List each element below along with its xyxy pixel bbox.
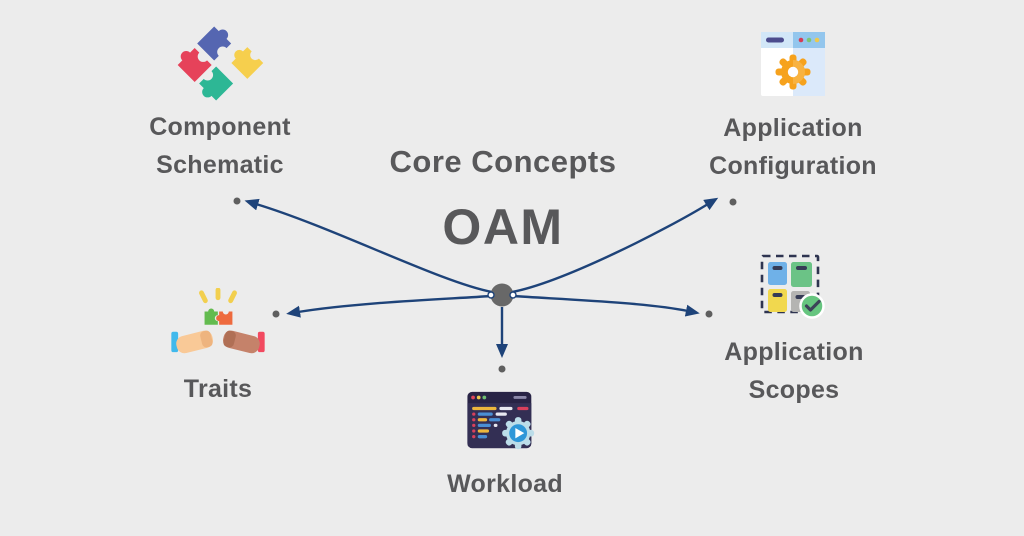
node-label: Traits [184, 370, 253, 408]
node-label: Component Schematic [149, 108, 291, 184]
diagram-title: Core Concepts [389, 144, 617, 179]
endpoint-dot [272, 310, 280, 318]
node-component-schematic: Component Schematic [120, 24, 320, 184]
browser-settings-gear-icon [761, 32, 825, 96]
node-traits: Traits [118, 288, 318, 408]
node-application-scopes: Application Scopes [694, 253, 894, 409]
endpoint-dot [729, 198, 737, 206]
puzzle-pieces-icon [173, 24, 263, 102]
endpoint-dot [705, 310, 713, 318]
hub-node [487, 283, 517, 307]
node-label-line: Traits [183, 375, 253, 403]
node-application-configuration: Application Configuration [693, 31, 893, 185]
node-label-line: Configuration [709, 152, 877, 180]
node-label-line: Scopes [748, 376, 840, 404]
endpoint-dots [233, 197, 737, 373]
node-label-line: Schematic [156, 151, 284, 179]
connector-application-configuration [511, 197, 719, 294]
node-label: Application Configuration [709, 109, 877, 185]
connector-component-schematic [244, 198, 493, 294]
node-label-line: Application [723, 114, 863, 142]
node-label-line: Application [724, 338, 864, 366]
node-label: Workload [447, 465, 563, 503]
connector-traits [286, 294, 492, 318]
node-label: Application Scopes [724, 333, 863, 409]
node-label-line: Workload [447, 470, 563, 498]
endpoint-dot [233, 197, 241, 205]
node-workload: Workload [405, 389, 605, 503]
connector-application-scopes [512, 294, 700, 317]
endpoint-dot [498, 365, 506, 373]
diagram-acronym: OAM [442, 199, 564, 255]
scoped-apps-check-icon [760, 254, 825, 319]
node-label-line: Component [149, 113, 291, 141]
title-block: Core Concepts OAM [343, 142, 663, 254]
code-window-play-icon [467, 391, 535, 450]
fist-bump-puzzle-icon [171, 288, 265, 354]
